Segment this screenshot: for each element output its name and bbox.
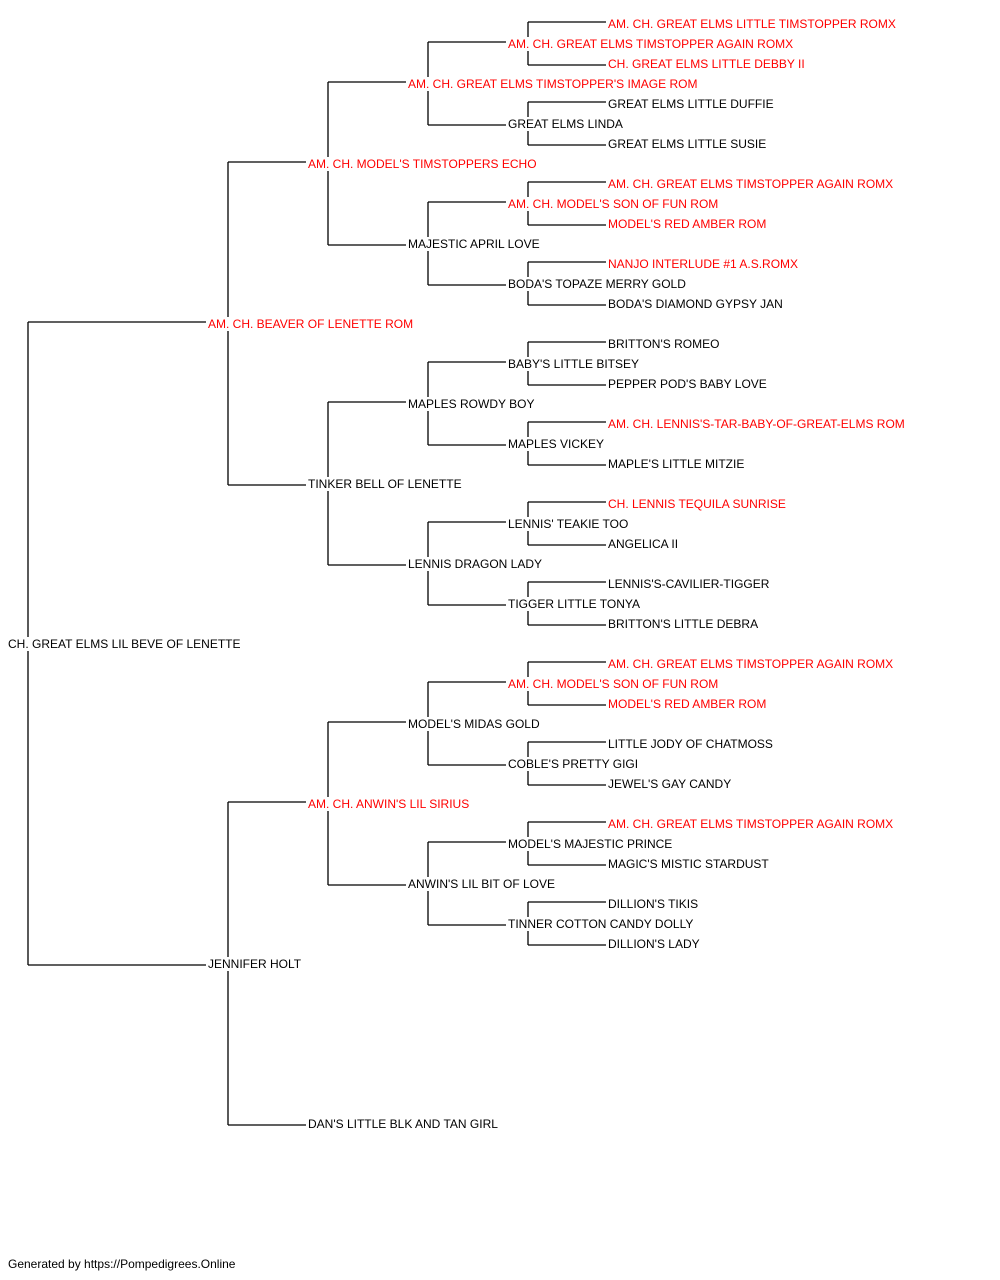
dog-name-dsdss: AM. CH. GREAT ELMS TIMSTOPPER AGAIN ROMX: [608, 817, 894, 831]
dog-name-sdssd: PEPPER POD'S BABY LOVE: [608, 377, 767, 391]
dog-name-subject: CH. GREAT ELMS LIL BEVE OF LENETTE: [8, 637, 241, 651]
dog-name-sdss: BABY'S LITTLE BITSEY: [508, 357, 640, 371]
dog-name-ssssd: CH. GREAT ELMS LITTLE DEBBY II: [608, 57, 805, 71]
dog-name-sdd: LENNIS DRAGON LADY: [408, 557, 543, 571]
dog-name-sdsss: BRITTON'S ROMEO: [608, 337, 720, 351]
dog-name-sddss: CH. LENNIS TEQUILA SUNRISE: [608, 497, 786, 511]
dog-name-ss: AM. CH. MODEL'S TIMSTOPPERS ECHO: [308, 157, 537, 171]
dog-name-ssdd: BODA'S TOPAZE MERRY GOLD: [508, 277, 686, 291]
dog-name-sddds: LENNIS'S-CAVILIER-TIGGER: [608, 577, 770, 591]
dog-name-ssds: AM. CH. MODEL'S SON OF FUN ROM: [508, 197, 719, 211]
dog-name-ssd: MAJESTIC APRIL LOVE: [408, 237, 540, 251]
dog-name-sdsds: AM. CH. LENNIS'S-TAR-BABY-OF-GREAT-ELMS …: [608, 417, 905, 431]
dog-name-sssd: GREAT ELMS LINDA: [508, 117, 623, 131]
dog-name-ssdds: NANJO INTERLUDE #1 A.S.ROMX: [608, 257, 799, 271]
dog-name-sssss: AM. CH. GREAT ELMS LITTLE TIMSTOPPER ROM…: [608, 17, 896, 31]
dog-name-ds: AM. CH. ANWIN'S LIL SIRIUS: [308, 797, 470, 811]
dog-name-sd: TINKER BELL OF LENETTE: [308, 477, 462, 491]
dog-name-dssd: COBLE'S PRETTY GIGI: [508, 757, 639, 771]
dog-name-sdsdd: MAPLE'S LITTLE MITZIE: [608, 457, 745, 471]
dog-name-sddd: TIGGER LITTLE TONYA: [508, 597, 641, 611]
dog-name-dssds: LITTLE JODY OF CHATMOSS: [608, 737, 773, 751]
dog-name-dsdd: TINNER COTTON CANDY DOLLY: [508, 917, 694, 931]
dog-name-dssss: AM. CH. GREAT ELMS TIMSTOPPER AGAIN ROMX: [608, 657, 894, 671]
dog-name-d: JENNIFER HOLT: [208, 957, 302, 971]
dog-name-dsddd: DILLION'S LADY: [608, 937, 700, 951]
dog-name-dd: DAN'S LITTLE BLK AND TAN GIRL: [308, 1117, 498, 1131]
dog-name-dsd: ANWIN'S LIL BIT OF LOVE: [408, 877, 555, 891]
dog-name-sssds: GREAT ELMS LITTLE DUFFIE: [608, 97, 774, 111]
footer-credit: Generated by https://Pompedigrees.Online: [8, 1257, 236, 1271]
dog-name-sddsd: ANGELICA II: [608, 537, 679, 551]
dog-name-sssdd: GREAT ELMS LITTLE SUSIE: [608, 137, 767, 151]
dog-name-sds: MAPLES ROWDY BOY: [408, 397, 535, 411]
dog-name-ssdsd: MODEL'S RED AMBER ROM: [608, 217, 767, 231]
dog-name-s: AM. CH. BEAVER OF LENETTE ROM: [208, 317, 414, 331]
dog-name-sss: AM. CH. GREAT ELMS TIMSTOPPER'S IMAGE RO…: [408, 77, 698, 91]
dog-name-dsss: AM. CH. MODEL'S SON OF FUN ROM: [508, 677, 719, 691]
dog-name-ssddd: BODA'S DIAMOND GYPSY JAN: [608, 297, 783, 311]
dog-name-dsdds: DILLION'S TIKIS: [608, 897, 699, 911]
dog-name-ssss: AM. CH. GREAT ELMS TIMSTOPPER AGAIN ROMX: [508, 37, 794, 51]
dog-name-dsds: MODEL'S MAJESTIC PRINCE: [508, 837, 673, 851]
dog-name-ssdss: AM. CH. GREAT ELMS TIMSTOPPER AGAIN ROMX: [608, 177, 894, 191]
dog-name-sdds: LENNIS' TEAKIE TOO: [508, 517, 629, 531]
dog-name-dsdsd: MAGIC'S MISTIC STARDUST: [608, 857, 769, 871]
dog-name-dsssd: MODEL'S RED AMBER ROM: [608, 697, 767, 711]
dog-name-dss: MODEL'S MIDAS GOLD: [408, 717, 540, 731]
dog-name-dssdd: JEWEL'S GAY CANDY: [608, 777, 732, 791]
dog-name-sdsd: MAPLES VICKEY: [508, 437, 605, 451]
dog-name-sdddd: BRITTON'S LITTLE DEBRA: [608, 617, 759, 631]
